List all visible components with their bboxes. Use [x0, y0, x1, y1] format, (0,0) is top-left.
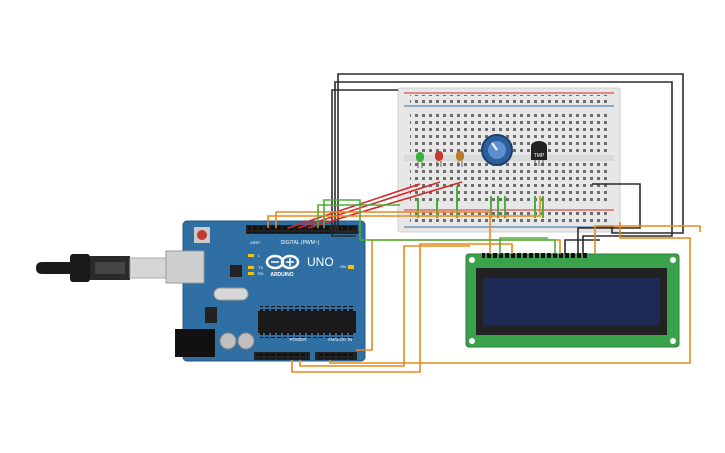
led-red[interactable] [435, 151, 443, 167]
breadboard[interactable] [397, 87, 621, 233]
wires-green[interactable] [317, 199, 556, 254]
usb-cable-icon[interactable] [36, 254, 167, 282]
wires-orange[interactable] [267, 196, 701, 373]
breadboard-jumpers [417, 186, 544, 218]
temperature-sensor-icon[interactable]: TMP [531, 141, 547, 166]
reset-button[interactable] [197, 230, 207, 240]
tx-label: TX [258, 265, 263, 270]
on-label: ON [340, 264, 346, 269]
lcd-pin-header[interactable] [482, 253, 588, 259]
lcd-module[interactable] [465, 253, 680, 348]
potentiometer-icon[interactable] [481, 134, 513, 166]
digital-label: DIGITAL (PWM~) [281, 240, 320, 246]
arduino-brand: ARDUINO [270, 272, 293, 278]
digital-header[interactable] [248, 226, 356, 233]
usb-port[interactable] [165, 250, 205, 284]
arduino-uno-board[interactable]: DIGITAL (PWM~) AREF L TX RX ON ARDUINO U… [165, 220, 366, 362]
analog-label: ANALOG IN [328, 337, 353, 342]
arduino-infinity-logo-icon [265, 254, 300, 270]
led-green[interactable] [416, 152, 424, 168]
wires-black[interactable] [331, 73, 684, 254]
power-header[interactable] [256, 353, 308, 359]
rx-label: RX [258, 271, 264, 276]
lcd-screen [483, 278, 660, 325]
power-jack[interactable] [175, 329, 215, 357]
sensor-label: TMP [534, 153, 545, 159]
analog-header[interactable] [317, 353, 355, 359]
arduino-model: UNO [307, 255, 334, 269]
aref-label: AREF [250, 240, 261, 245]
power-label: POWER [289, 337, 307, 342]
atmega-chip [258, 311, 356, 333]
led-amber[interactable] [456, 151, 464, 167]
led-l-label: L [258, 253, 261, 258]
